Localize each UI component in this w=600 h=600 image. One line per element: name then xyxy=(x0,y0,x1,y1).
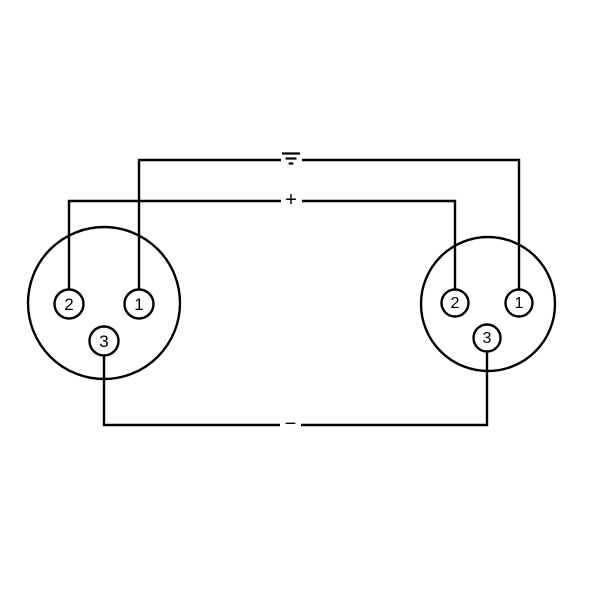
plus-symbol: + xyxy=(285,189,297,211)
minus-wire-right xyxy=(301,352,489,427)
plus-wire-right xyxy=(302,199,457,290)
left-pin-2-circle xyxy=(53,288,85,320)
right-pin-1-circle xyxy=(504,288,534,318)
left-pin-2-label: 2 xyxy=(64,295,73,314)
right-pin-3-circle xyxy=(472,323,502,353)
minus-symbol: − xyxy=(285,413,297,435)
minus-wire-left xyxy=(102,355,280,427)
left-connector-pins: 2 1 3 xyxy=(53,288,155,357)
left-pin-3-circle xyxy=(88,325,120,357)
left-pin-3-label: 3 xyxy=(99,332,108,351)
ground-wire-left xyxy=(137,158,281,290)
ground-wire-right xyxy=(302,158,521,290)
ground-icon xyxy=(282,152,300,165)
right-connector-pins: 2 1 3 xyxy=(440,288,534,353)
right-pin-2-circle xyxy=(440,288,470,318)
right-pin-2-label: 2 xyxy=(451,295,460,312)
right-pin-1-label: 1 xyxy=(515,295,524,312)
left-pin-1-label: 1 xyxy=(134,295,143,314)
plus-wire-left xyxy=(67,199,281,290)
right-pin-3-label: 3 xyxy=(483,330,492,347)
left-pin-1-circle xyxy=(123,288,155,320)
